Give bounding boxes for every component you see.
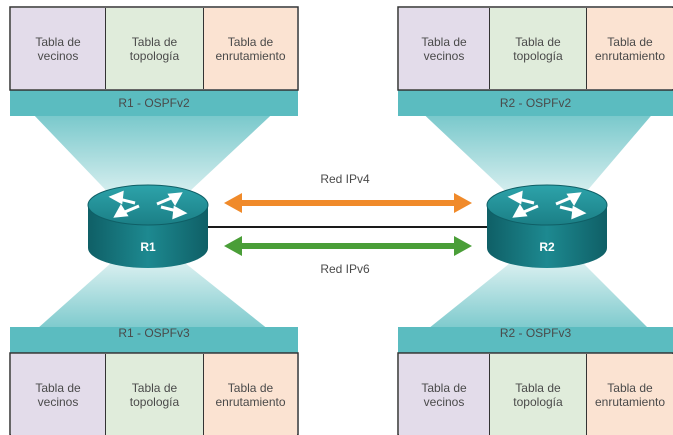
router-r1-icon[interactable] xyxy=(87,184,209,268)
r2-top-neighbors-label: Tabla de vecinos xyxy=(421,34,467,63)
r2-top-topology-label: Tabla de topología xyxy=(513,34,563,63)
r1-top-topology-table: Tabla de topología xyxy=(106,8,204,89)
r2-ospfv2-label: R2 - OSPFv2 xyxy=(499,96,572,110)
r2-top-neighbors-table: Tabla de vecinos xyxy=(399,8,490,89)
r1-ospfv3-label: R1 - OSPFv3 xyxy=(118,326,190,340)
ipv4-network-label: Red IPv4 xyxy=(320,172,370,186)
r1-top-routing-label: Tabla de enrutamiento xyxy=(215,34,286,63)
r1-top-topology-label: Tabla de topología xyxy=(129,34,180,63)
r1-bottom-neighbors-table: Tabla de vecinos xyxy=(11,354,106,435)
ipv4-arrow xyxy=(224,193,472,213)
funnel-r2-ospfv2 xyxy=(398,90,673,205)
r2-top-routing-table: Tabla de enrutamiento xyxy=(587,8,673,89)
r1-bottom-topology-table: Tabla de topología xyxy=(106,354,204,435)
r1-top-neighbors-label: Tabla de vecinos xyxy=(35,34,81,63)
r1-bottom-neighbors-label: Tabla de vecinos xyxy=(35,380,81,409)
r2-bottom-neighbors-label: Tabla de vecinos xyxy=(421,380,467,409)
r1-bottom-table-frame xyxy=(9,352,299,435)
r2-bottom-topology-label: Tabla de topología xyxy=(513,380,563,409)
ipv6-network-label: Red IPv6 xyxy=(320,262,370,276)
r2-bottom-neighbors-table: Tabla de vecinos xyxy=(399,354,490,435)
router-r2-icon[interactable] xyxy=(486,184,608,268)
r2-top-table-frame xyxy=(397,6,673,91)
router-r2-label: R2 xyxy=(539,240,555,254)
r1-bottom-topology-label: Tabla de topología xyxy=(129,380,180,409)
r1-bottom-routing-table: Tabla de enrutamiento xyxy=(204,354,297,435)
r1-top-routing-table: Tabla de enrutamiento xyxy=(204,8,297,89)
r2-bottom-routing-label: Tabla de enrutamiento xyxy=(594,380,666,409)
r1-top-neighbors-table: Tabla de vecinos xyxy=(11,8,106,89)
r2-ospfv3-label: R2 - OSPFv3 xyxy=(499,326,572,340)
r2-bottom-table-frame xyxy=(397,352,673,435)
funnel-r1-ospfv2 xyxy=(10,90,298,205)
funnel-r1-ospfv3 xyxy=(10,255,298,353)
r1-bottom-routing-label: Tabla de enrutamiento xyxy=(215,380,286,409)
r2-bottom-routing-table: Tabla de enrutamiento xyxy=(587,354,673,435)
ipv6-arrow xyxy=(224,236,472,256)
r1-ospfv2-label: R1 - OSPFv2 xyxy=(118,96,190,110)
router-r1-label: R1 xyxy=(140,240,156,254)
r2-top-routing-label: Tabla de enrutamiento xyxy=(594,34,666,63)
r1-top-table-frame xyxy=(9,6,299,91)
funnel-r2-ospfv3 xyxy=(398,255,673,353)
r2-bottom-topology-table: Tabla de topología xyxy=(490,354,587,435)
r2-top-topology-table: Tabla de topología xyxy=(490,8,587,89)
